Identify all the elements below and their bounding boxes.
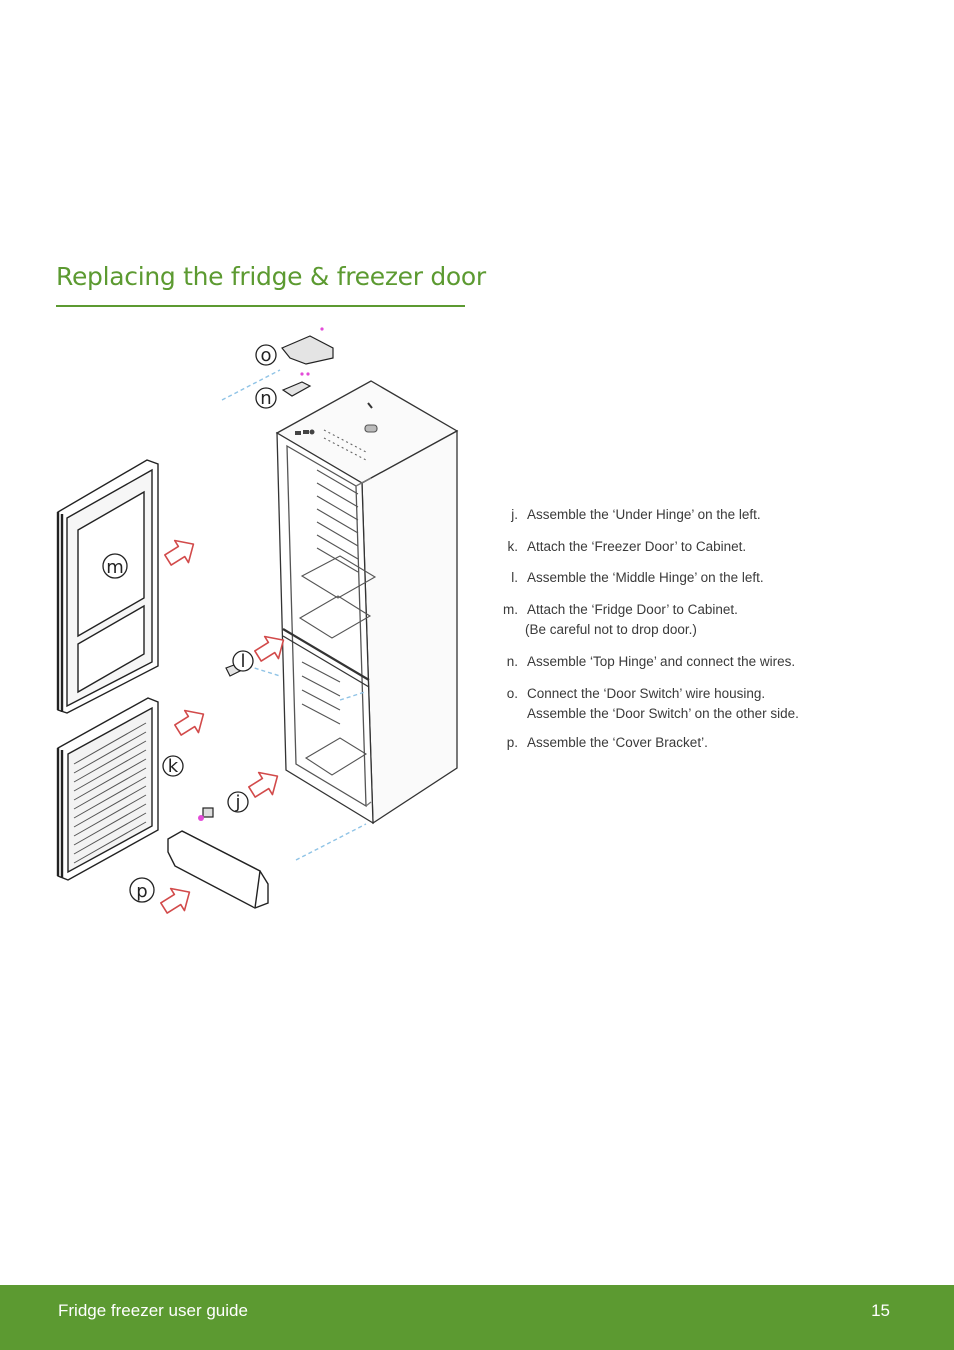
step-letter: k. bbox=[507, 539, 518, 554]
callout-p: p bbox=[129, 877, 155, 903]
step-j: j. Assemble the ‘Under Hinge’ on the lef… bbox=[496, 505, 936, 525]
step-letter: p. bbox=[506, 735, 518, 750]
step-text: Assemble ‘Top Hinge’ and connect the wir… bbox=[527, 654, 796, 669]
svg-text:n: n bbox=[260, 388, 271, 409]
svg-text:k: k bbox=[168, 756, 179, 777]
page-number: 15 bbox=[871, 1301, 890, 1320]
step-letter: j. bbox=[511, 507, 518, 522]
step-letter: o. bbox=[506, 686, 518, 701]
callout-k: k bbox=[162, 755, 184, 777]
footer-title: Fridge freezer user guide bbox=[58, 1301, 248, 1320]
callout-n: n bbox=[255, 387, 277, 409]
step-letter: n. bbox=[506, 654, 518, 669]
svg-text:l: l bbox=[240, 651, 245, 672]
step-text: Attach the ‘Freezer Door’ to Cabinet. bbox=[527, 539, 747, 554]
callout-j: j bbox=[227, 791, 249, 813]
callout-l: l bbox=[232, 650, 254, 672]
step-l: l. Assemble the ‘Middle Hinge’ on the le… bbox=[496, 568, 936, 588]
step-note: (Be careful not to drop door.) bbox=[525, 622, 697, 637]
svg-text:j: j bbox=[234, 792, 240, 813]
page-footer: Fridge freezer user guide 15 bbox=[0, 1285, 954, 1350]
title-underline bbox=[56, 305, 465, 307]
svg-text:m: m bbox=[106, 557, 124, 578]
fridge-door bbox=[56, 459, 159, 714]
step-p: p. Assemble the ‘Cover Bracket’. bbox=[496, 733, 936, 753]
cabinet-shelves bbox=[295, 402, 378, 776]
callout-m: m bbox=[102, 553, 128, 579]
step-letter: m. bbox=[503, 602, 518, 617]
step-text: Attach the ‘Fridge Door’ to Cabinet. bbox=[527, 602, 738, 617]
fridge-cabinet bbox=[275, 380, 459, 825]
step-k: k. Attach the ‘Freezer Door’ to Cabinet. bbox=[496, 537, 936, 557]
step-letter: l. bbox=[511, 570, 518, 585]
guide-lines bbox=[221, 369, 367, 861]
callout-o: o bbox=[255, 344, 277, 366]
svg-text:o: o bbox=[260, 345, 271, 366]
step-m: m. Attach the ‘Fridge Door’ to Cabinet. … bbox=[496, 600, 936, 640]
freezer-door bbox=[56, 697, 159, 881]
step-text: Connect the ‘Door Switch’ wire housing. bbox=[527, 686, 766, 701]
page-title: Replacing the fridge & freezer door bbox=[56, 262, 486, 291]
step-o: o. Connect the ‘Door Switch’ wire housin… bbox=[496, 684, 936, 724]
assembly-diagram: o n m l k j p bbox=[56, 327, 459, 920]
step-n: n. Assemble ‘Top Hinge’ and connect the … bbox=[496, 652, 936, 672]
step-text-2: Assemble the ‘Door Switch’ on the other … bbox=[527, 706, 799, 721]
step-text: Assemble the ‘Cover Bracket’. bbox=[527, 735, 708, 750]
cover-bracket bbox=[167, 830, 269, 909]
step-text: Assemble the ‘Middle Hinge’ on the left. bbox=[527, 570, 764, 585]
step-text: Assemble the ‘Under Hinge’ on the left. bbox=[527, 507, 761, 522]
svg-text:p: p bbox=[136, 881, 147, 902]
instruction-list: j. Assemble the ‘Under Hinge’ on the lef… bbox=[496, 505, 936, 753]
